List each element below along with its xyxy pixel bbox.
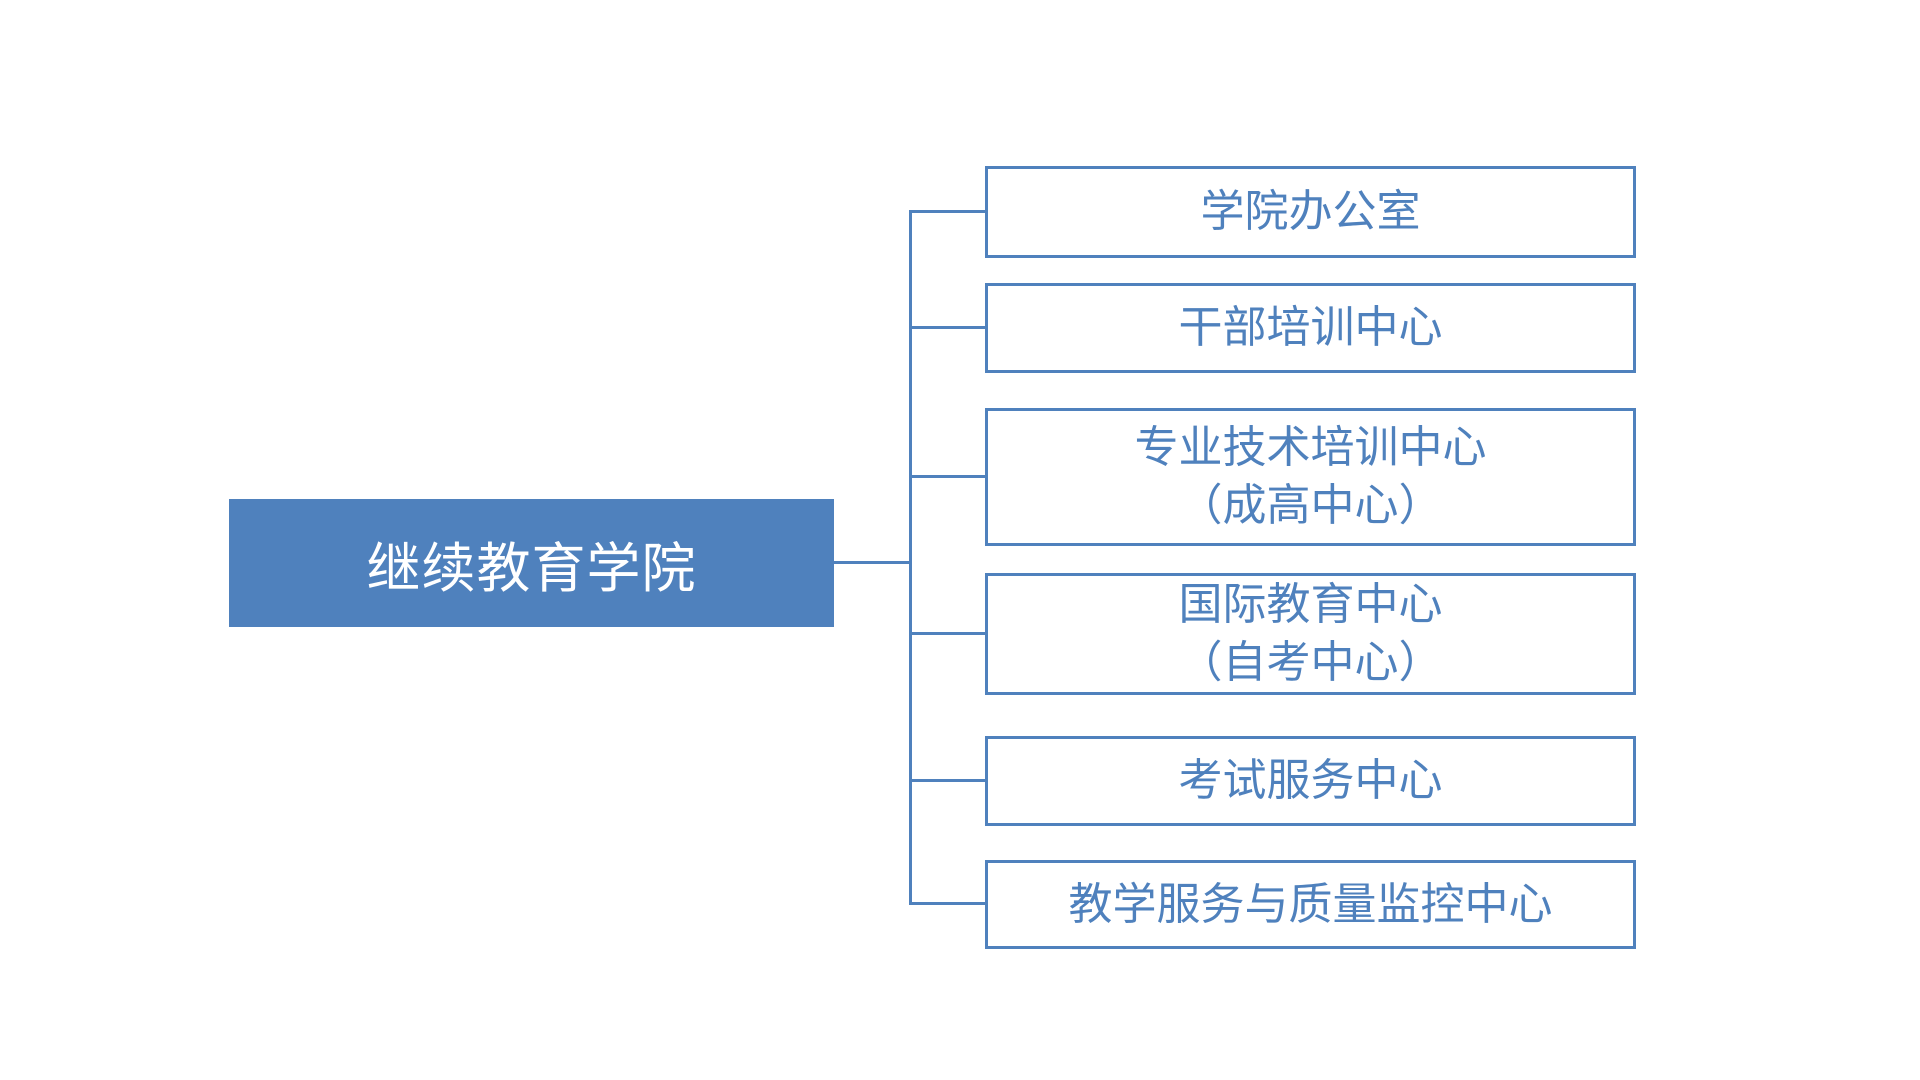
node-international-education-center: 国际教育中心 （自考中心） xyxy=(985,573,1636,695)
node-label: 考试服务中心 xyxy=(1178,756,1443,805)
node-professional-technical-training-center: 专业技术培训中心 （成高中心） xyxy=(985,408,1636,546)
node-label-line1: 国际教育中心 xyxy=(1178,580,1443,629)
connector-branch-3 xyxy=(909,475,985,478)
connector-branch-4 xyxy=(909,632,985,635)
connector-branch-6 xyxy=(909,902,985,905)
root-node-continuing-education-college: 继续教育学院 xyxy=(229,499,834,627)
node-teaching-service-quality-monitoring-center: 教学服务与质量监控中心 xyxy=(985,860,1636,949)
connector-branch-1 xyxy=(909,210,985,213)
node-label-line1: 专业技术培训中心 xyxy=(1134,423,1487,472)
node-label: 学院办公室 xyxy=(1200,187,1421,236)
connector-trunk xyxy=(909,210,912,905)
node-college-office: 学院办公室 xyxy=(985,166,1636,258)
node-label: 教学服务与质量监控中心 xyxy=(1068,879,1553,929)
node-label: 干部培训中心 xyxy=(1178,303,1443,352)
node-cadre-training-center: 干部培训中心 xyxy=(985,283,1636,373)
node-label-line2: （自考中心） xyxy=(1178,638,1443,687)
connector-root-stub xyxy=(834,561,911,564)
node-label-line2: （成高中心） xyxy=(1178,481,1443,530)
connector-branch-2 xyxy=(909,326,985,329)
connector-branch-5 xyxy=(909,779,985,782)
node-exam-service-center: 考试服务中心 xyxy=(985,736,1636,826)
root-node-label: 继续教育学院 xyxy=(366,538,697,599)
